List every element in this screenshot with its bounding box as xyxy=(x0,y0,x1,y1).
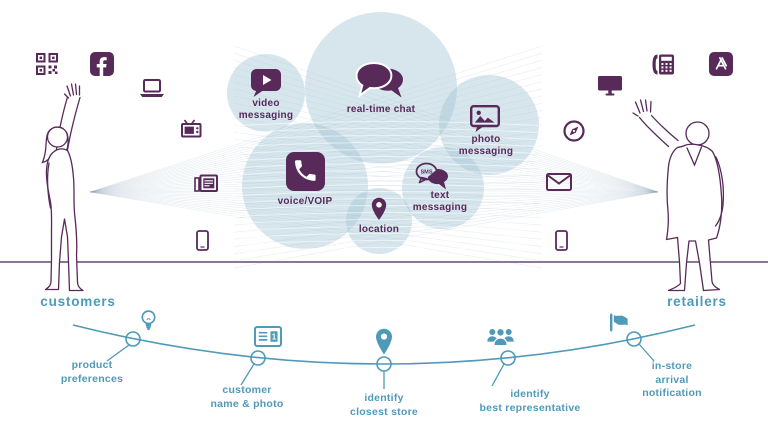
desktop-monitor-icon xyxy=(598,76,622,96)
customer-hanging-arm xyxy=(46,162,52,209)
retailer-body xyxy=(665,143,723,292)
laptop-icon xyxy=(140,79,164,97)
smartphone-icon xyxy=(555,230,568,251)
retailer-head xyxy=(685,121,710,146)
video-messaging-icon xyxy=(251,69,281,97)
facebook-icon xyxy=(90,52,114,76)
customer-figure xyxy=(41,83,84,292)
smartphone-icon xyxy=(196,230,209,251)
email-icon xyxy=(546,173,572,191)
timeline-node-3 xyxy=(376,356,392,372)
label-voice-voip: voice/VOIP xyxy=(277,196,333,207)
retailer-hand xyxy=(632,99,652,117)
sms-badge: SMS xyxy=(420,170,432,176)
timeline-node-4 xyxy=(500,350,516,366)
bubble-location xyxy=(346,188,412,254)
location-pin-icon xyxy=(371,197,387,220)
retailer-hanging-arm xyxy=(714,156,725,227)
app-store-icon xyxy=(709,52,733,76)
retailer-figure xyxy=(632,99,725,292)
label-location: location xyxy=(358,224,400,235)
streak-lines xyxy=(231,121,547,253)
fax-machine-icon xyxy=(194,174,218,192)
text-messaging-icon: SMS xyxy=(415,162,448,190)
qr-code-icon xyxy=(36,53,58,75)
id-card-icon: 1 xyxy=(254,326,282,347)
timeline xyxy=(72,324,696,389)
retailer-raised-arm xyxy=(638,114,679,148)
bubble-text-messaging xyxy=(402,147,484,229)
customer-hand xyxy=(63,83,81,99)
connector-step-4 xyxy=(491,363,505,387)
voice-voip-icon xyxy=(286,152,325,191)
flag-icon xyxy=(610,313,628,332)
timeline-node-5 xyxy=(626,331,642,347)
desk-phone-icon xyxy=(652,54,674,75)
connector-step-5 xyxy=(638,343,655,362)
real-time-chat-icon xyxy=(355,62,403,99)
photo-messaging-icon xyxy=(470,105,500,132)
web-browser-icon xyxy=(563,120,585,142)
customers-label: customers xyxy=(40,294,116,309)
retailer-lapel xyxy=(686,146,703,167)
people-icon xyxy=(487,327,514,346)
id-card-number: 1 xyxy=(272,333,277,342)
timeline-node-2 xyxy=(250,350,266,366)
bubble-video-messaging xyxy=(227,54,305,132)
connector-step-2 xyxy=(240,363,255,386)
customer-body xyxy=(44,148,84,292)
retailers-label: retailers xyxy=(667,294,727,309)
tv-icon xyxy=(181,119,202,138)
timeline-node-1 xyxy=(125,331,141,347)
timeline-arc xyxy=(72,324,696,365)
label-real-time-chat: real-time chat xyxy=(346,104,416,115)
lightbulb-icon xyxy=(141,310,156,331)
map-pin-icon xyxy=(376,328,392,355)
connector-step-1 xyxy=(106,344,130,362)
